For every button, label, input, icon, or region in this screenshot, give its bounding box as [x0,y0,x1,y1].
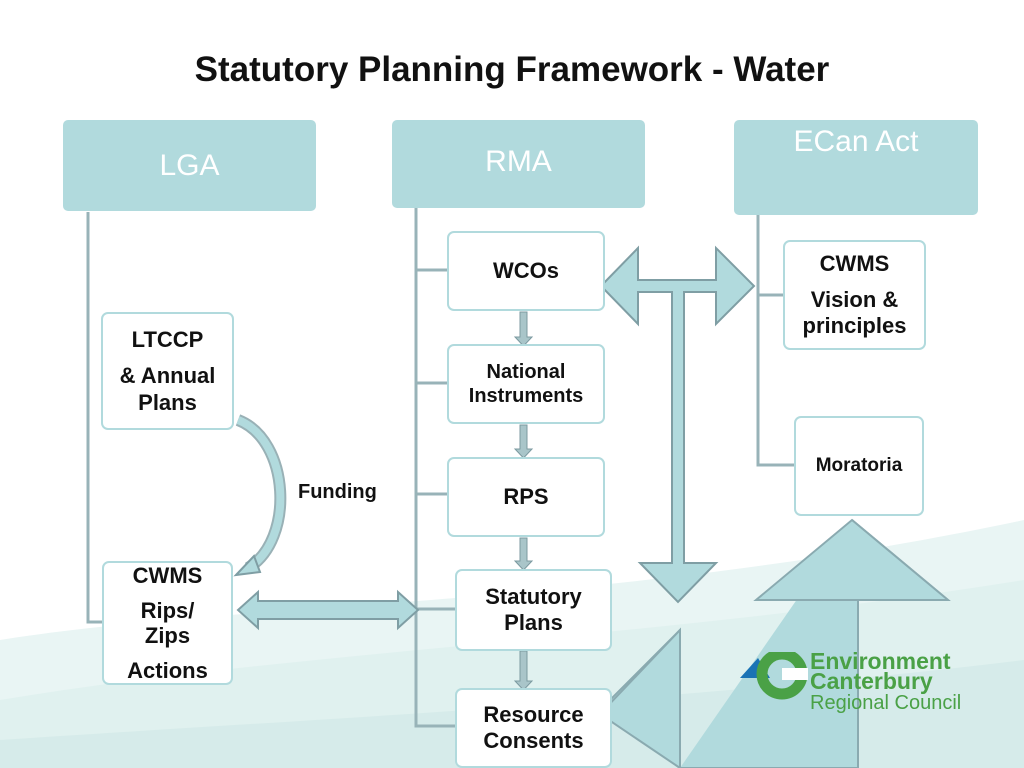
funding-label: Funding [298,481,377,503]
logo-line1: Environment [810,648,951,674]
cwms-vision-line2: Vision & [810,287,899,312]
cwms-actions-line2: Rips/ [140,598,195,623]
statutory-plans-box: Statutory Plans [455,569,612,651]
resource-consents-line1: Resource [483,702,584,727]
statutory-plans-line1: Statutory [485,584,582,609]
rps-label: RPS [503,484,549,509]
wcos-box: WCOs [447,231,605,311]
logo-mark-icon [740,652,808,700]
header-ecan-act: ECan Act [734,120,978,215]
ltccp-line1: LTCCP [131,327,204,352]
environment-canterbury-logo: Environment Canterbury Regional Council [740,648,980,718]
ltccp-box: LTCCP & Annual Plans [101,312,234,430]
cwms-actions-box: CWMS Rips/ Zips Actions [102,561,233,685]
cwms-actions-line1: CWMS [132,563,203,588]
national-instruments-line2: Instruments [468,385,584,407]
page-title: Statutory Planning Framework - Water [194,50,830,89]
header-rma: RMA [392,120,645,208]
resource-consents-box: Resource Consents [455,688,612,768]
cwms-vision-line3: principles [802,313,907,338]
wcos-label: WCOs [493,258,559,283]
statutory-plans-line2: Plans [504,610,563,635]
cwms-vision-box: CWMS Vision & principles [783,240,926,350]
logo-line2: Canterbury [810,668,933,694]
national-instruments-box: National Instruments [447,344,605,424]
moratoria-box: Moratoria [794,416,924,516]
cwms-vision-line1: CWMS [819,251,890,276]
rps-box: RPS [447,457,605,537]
resource-consents-line2: Consents [483,728,584,753]
logo-line3: Regional Council [810,692,962,714]
header-lga: LGA [63,120,316,211]
cwms-actions-line3: Zips [144,623,191,648]
moratoria-label: Moratoria [815,455,903,476]
national-instruments-line1: National [486,361,566,383]
cwms-actions-line4: Actions [127,658,208,683]
ltccp-line2: & Annual [119,363,216,388]
ltccp-line3: Plans [138,390,197,415]
